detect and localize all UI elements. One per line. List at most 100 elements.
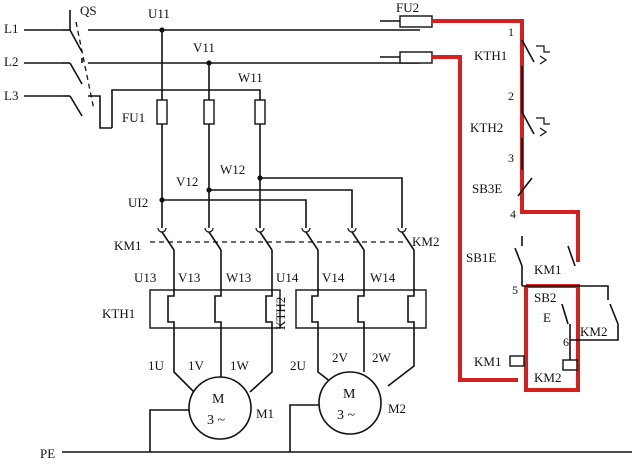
m1-name: M1 <box>256 406 274 421</box>
node-v14: V14 <box>322 270 345 285</box>
kth1-element-v <box>214 262 222 350</box>
start2-mark: E <box>543 310 551 325</box>
km1-contact-v <box>208 231 222 251</box>
coil-km1-label: KM1 <box>474 354 501 369</box>
kth2-thermal-mark <box>536 117 550 125</box>
branch-v-km2 <box>209 189 353 228</box>
node-1: 1 <box>508 25 514 39</box>
phase-drops: U11 V11 W11 UI2 V12 W12 <box>111 6 403 228</box>
km2-contact-u <box>305 231 319 251</box>
kth1-box <box>149 289 281 329</box>
m1-symbol-bottom: 3 ~ <box>207 413 226 428</box>
switch-label: QS <box>80 3 97 18</box>
m2-name: M2 <box>388 401 406 416</box>
node-u13: U13 <box>134 270 156 285</box>
fuse-u <box>156 99 168 125</box>
m2-terminal-v: 2V <box>332 350 349 365</box>
kth1-element-u <box>167 262 175 350</box>
switch-blade-l2 <box>69 62 83 85</box>
highlight-return <box>432 55 518 382</box>
m2-terminal-u: 2U <box>290 358 307 373</box>
fu2-fuse-top <box>399 15 433 28</box>
km2-contact-w <box>401 231 415 251</box>
km2-aux-label: KM2 <box>580 324 607 339</box>
motor-m2-symbol <box>318 371 382 435</box>
km1-label: KM1 <box>114 238 141 253</box>
start1-button-label: SB1E <box>466 250 496 265</box>
switch-blade-l1 <box>69 29 83 53</box>
start1-button-contact <box>514 247 523 267</box>
fuse-w <box>254 99 266 125</box>
fuse-fu1-label: FU1 <box>122 110 145 125</box>
node-3: 3 <box>508 151 514 165</box>
contactor-km2-main: KM2 <box>290 227 439 262</box>
pe-label: PE <box>40 446 55 461</box>
kth1-thermal-mark <box>536 45 550 53</box>
km2-contact-v <box>351 231 365 251</box>
protective-earth: PE <box>40 446 632 461</box>
supply-section: L1 L2 L3 QS <box>4 3 420 129</box>
node-w11: W11 <box>238 70 263 85</box>
fuse-v <box>203 99 215 125</box>
stop-button-label: SB3E <box>472 181 502 196</box>
node-6: 6 <box>563 335 569 349</box>
node-w13: W13 <box>226 270 251 285</box>
node-w14: W14 <box>370 270 396 285</box>
kth1-contact-label: KTH1 <box>474 48 507 63</box>
km2-aux-contact <box>609 303 619 325</box>
node-u11: U11 <box>148 6 170 21</box>
control-ladder: 1 2 3 4 5 6 KTH1 KTH2 SB3E SB1E KM1 SB2 … <box>466 25 619 385</box>
coil-km1 <box>509 355 525 367</box>
switch-blade-l3 <box>69 95 83 117</box>
node-4: 4 <box>510 207 516 221</box>
kth2-label: KTH2 <box>273 297 288 330</box>
node-v11: V11 <box>193 40 215 55</box>
m2-symbol-top: M <box>343 387 356 402</box>
stop-button-contact <box>517 177 533 197</box>
motor-m1-symbol <box>188 376 252 440</box>
node-v12: V12 <box>176 174 198 189</box>
kth2-element-v <box>357 262 365 350</box>
m2-symbol-bottom: 3 ~ <box>337 408 356 423</box>
m2-terminal-w: 2W <box>372 350 392 365</box>
km2-label: KM2 <box>412 234 439 249</box>
branch-u-km2 <box>162 199 307 228</box>
phase-label-l2: L2 <box>4 54 18 69</box>
km1-contact-w <box>259 231 273 251</box>
node-5: 5 <box>512 283 518 297</box>
m1-terminal-v: 1V <box>188 358 205 373</box>
node-labels-lower: U13 V13 W13 U14 V14 W14 <box>134 270 396 285</box>
start2-button-contact <box>561 303 569 325</box>
kth2-element-u <box>311 262 319 350</box>
m1-symbol-top: M <box>212 392 225 407</box>
coil-km2 <box>562 359 578 371</box>
motor-m2: 2U 2V 2W M 3 ~ M2 <box>289 350 415 452</box>
phase-label-l1: L1 <box>4 21 18 36</box>
m1-terminal-u: 1U <box>148 358 165 373</box>
kth1-nc-contact <box>521 39 535 63</box>
thermal-relay-kth2: KTH2 <box>273 262 427 350</box>
bus-l3-stub <box>88 95 112 129</box>
fu2-label: FU2 <box>396 0 419 15</box>
drop-w <box>111 89 261 128</box>
node-v13: V13 <box>178 270 200 285</box>
node-u12: UI2 <box>128 195 148 210</box>
motor-m1: 1U 1V 1W M 3 ~ M1 <box>148 350 274 452</box>
m1-earth-wire <box>149 409 189 452</box>
coil-km2-label: KM2 <box>534 370 561 385</box>
kth1-element-w <box>265 262 273 350</box>
node-u14: U14 <box>276 270 299 285</box>
control-fuse-fu2: FU2 <box>380 0 433 64</box>
kth2-box <box>295 289 427 329</box>
kth2-element-w <box>407 262 415 350</box>
kth1-label: KTH1 <box>102 306 135 321</box>
thermal-relay-kth1: KTH1 <box>102 262 281 350</box>
node-2: 2 <box>508 89 514 103</box>
start2-button-label: SB2 <box>534 290 556 305</box>
contactor-km1-main: KM1 <box>114 227 290 262</box>
highlighted-control-path <box>432 19 580 392</box>
m2-earth-wire <box>289 404 319 452</box>
node-w12: W12 <box>220 162 245 177</box>
